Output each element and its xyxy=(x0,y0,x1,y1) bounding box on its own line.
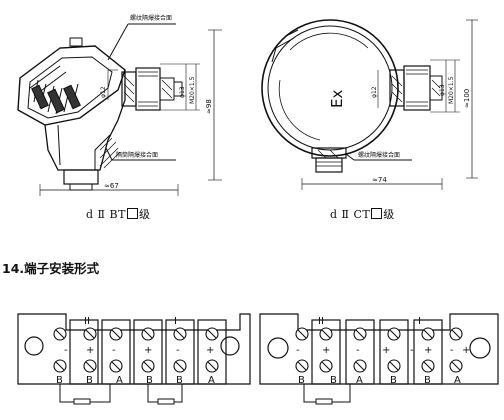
ct-dim-d2: φ13 xyxy=(439,84,446,96)
terminal-block-left: II I - + - + - + B B A B B A xyxy=(17,313,251,405)
ct-caption: d Ⅱ CT 级 xyxy=(330,206,395,222)
sign-label: - xyxy=(64,345,68,356)
terminal-letter: B xyxy=(390,375,397,386)
ct-dim-height: ≈100 xyxy=(463,89,471,108)
group-label-ii: II xyxy=(84,316,90,327)
ct-ex-marking: Ex xyxy=(328,90,346,108)
sign-label: + xyxy=(424,345,432,356)
section-title: 14.端子安装形式 xyxy=(2,261,100,276)
group-label-i: I xyxy=(418,316,421,327)
sign-label: + xyxy=(144,345,152,356)
housing-bt-drawing: 螺纹隔爆接合面 隔筒隔爆接合面 ≈67 φ12 φ13 M20×1.5 ≈98 xyxy=(17,14,222,196)
group-label-i: I xyxy=(174,316,177,327)
bt-dim-width: ≈67 xyxy=(104,182,119,190)
terminal-letter: B xyxy=(146,375,153,386)
sign-label: + xyxy=(322,345,330,356)
sign-label: + xyxy=(382,345,390,356)
terminal-letter: B xyxy=(298,375,305,386)
bt-callout-bottom: 隔筒隔爆接合面 xyxy=(116,151,158,159)
bt-callout-top: 螺纹隔爆接合面 xyxy=(130,14,172,22)
ct-dim-thread: M20×1.5 xyxy=(448,76,455,104)
blank-box-icon xyxy=(371,208,383,219)
ct-housing-outer xyxy=(261,19,399,157)
terminal-letter: A xyxy=(116,375,123,386)
mount-hole-left xyxy=(24,336,44,356)
bt-dim-d1: φ12 xyxy=(100,86,107,98)
bt-body xyxy=(44,70,126,171)
bt-dim-thread: M20×1.5 xyxy=(189,76,196,104)
bt-caption-suffix: 级 xyxy=(138,208,151,221)
housing-ct-drawing: Ex 螺纹隔爆接合面 ≈74 φ12 φ13 M20×1.5 ≈100 xyxy=(261,19,478,190)
ct-caption-suffix: 级 xyxy=(383,208,395,221)
sign-label: - xyxy=(356,345,360,356)
mount-hole-right xyxy=(220,336,240,356)
sign-label: + xyxy=(462,345,470,356)
blank-box-icon xyxy=(126,208,138,219)
terminal-letter: A xyxy=(454,375,461,386)
ct-dim-d1: φ12 xyxy=(371,86,378,98)
sign-label: - xyxy=(450,345,454,356)
tb-right-screws xyxy=(295,327,463,373)
bt-caption: d Ⅱ BT 级 xyxy=(86,206,150,222)
ct-caption-prefix: d Ⅱ CT xyxy=(330,208,371,221)
sign-label: + xyxy=(86,345,94,356)
bt-dim-d2: φ13 xyxy=(179,86,186,98)
mount-hole-right xyxy=(469,337,491,359)
terminal-letter: B xyxy=(56,375,63,386)
mount-hole-left xyxy=(267,337,289,359)
terminal-letter: A xyxy=(356,375,363,386)
sign-label: - xyxy=(176,345,180,356)
terminal-letter: B xyxy=(176,375,183,386)
sign-label: - xyxy=(296,345,300,356)
terminal-letter: A xyxy=(208,375,215,386)
sign-label: - xyxy=(112,345,116,356)
sign-label: + xyxy=(206,345,214,356)
group-label-ii: II xyxy=(318,316,324,327)
terminal-letter: B xyxy=(330,375,337,386)
sign-label: - xyxy=(410,345,414,356)
ct-dim-width: ≈74 xyxy=(372,176,387,184)
tb-left-screws xyxy=(53,327,219,373)
terminal-letter: B xyxy=(424,375,431,386)
ct-callout: 螺纹隔爆接合面 xyxy=(358,151,400,159)
bt-dim-height: ≈98 xyxy=(205,99,213,114)
bt-caption-prefix: d Ⅱ BT xyxy=(86,208,126,221)
terminal-block-right: II I - + - + - + - + B B A B B A xyxy=(259,313,499,405)
terminal-letter: B xyxy=(86,375,93,386)
